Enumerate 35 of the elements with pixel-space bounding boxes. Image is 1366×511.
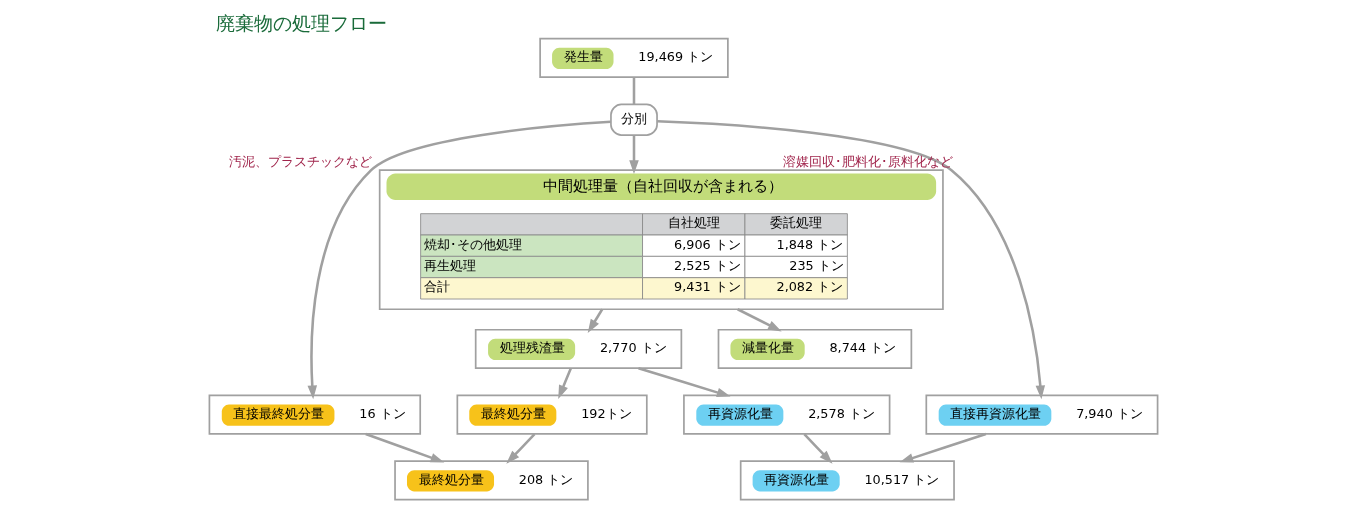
arrow — [307, 120, 611, 400]
connector — [632, 77, 635, 105]
arrow — [587, 308, 603, 333]
node-box: 直接再資源化量 7,940 トン — [924, 394, 1158, 435]
arrow — [637, 367, 731, 398]
arrow — [802, 433, 833, 464]
node-box: 減量化量 8,744 トン — [717, 328, 912, 369]
label: 合計 — [423, 279, 450, 295]
arrow — [899, 432, 986, 463]
node-box: 最終処分量 208 トン — [393, 460, 589, 501]
node-box: 発生量 19,469 トン — [538, 37, 729, 78]
arrow — [557, 367, 572, 399]
node-box: 直接最終処分量 16 トン — [208, 394, 421, 435]
label: 2,082 トン — [776, 279, 843, 295]
arrow — [364, 432, 444, 463]
arrow — [656, 120, 1045, 400]
label: 委託処理 — [769, 215, 822, 231]
label: 自社処理 — [667, 215, 720, 231]
arrow — [628, 135, 639, 175]
label: 6,906 トン — [673, 236, 741, 252]
arrow — [505, 433, 535, 464]
node-box: 分別 — [609, 103, 658, 136]
label: 再生処理 — [423, 258, 476, 274]
edge-label: 溶媒回収･肥料化･原料化など — [782, 153, 953, 169]
node-box: 処理残渣量 2,770 トン — [474, 328, 682, 369]
label: 1,848 トン — [776, 236, 843, 252]
label: 焼却･その他処理 — [423, 236, 522, 252]
edge-label: 汚泥、プラスチックなど — [228, 153, 372, 169]
label: 235 トン — [788, 258, 844, 274]
node-box: 最終処分量 192トン — [456, 394, 648, 435]
diagram-title: 廃棄物の処理フロー — [215, 12, 387, 34]
label: 9,431 トン — [673, 279, 741, 295]
label: 2,525 トン — [673, 258, 741, 274]
node-box: 再資源化量 10,517 トン — [739, 460, 955, 501]
node-box: 再資源化量 2,578 トン — [682, 394, 890, 435]
